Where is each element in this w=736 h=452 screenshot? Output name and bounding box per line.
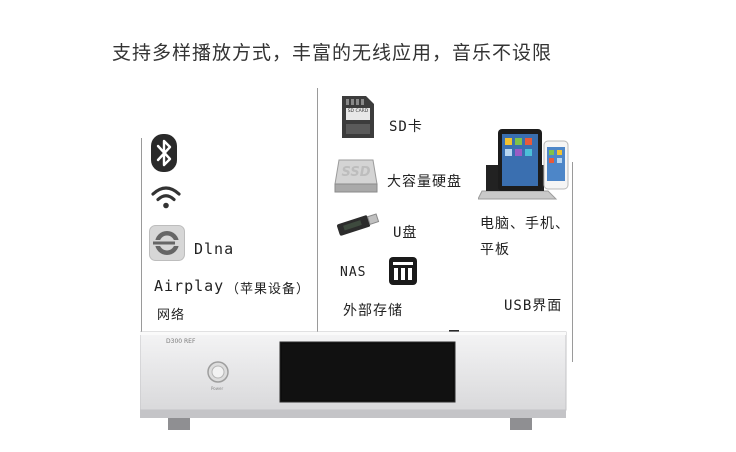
headline: 支持多样播放方式，丰富的无线应用，音乐不设限 xyxy=(112,42,553,64)
bluetooth-icon xyxy=(151,134,177,172)
device-model-label: D300 REF xyxy=(166,338,196,345)
divider-left xyxy=(141,138,142,358)
airplay-note: （苹果设备） xyxy=(226,282,311,297)
tablet-phone-icon xyxy=(477,125,583,203)
sd-card-text: SD CARD xyxy=(347,109,369,114)
power-label: Power xyxy=(211,386,224,391)
divider-right xyxy=(572,162,573,362)
devices-label-line1: 电脑、手机、 xyxy=(480,216,570,232)
airplay-label: Airplay xyxy=(154,277,225,295)
nas-label: NAS xyxy=(340,265,367,280)
player-device: D300 REF Power xyxy=(139,308,570,442)
divider-middle xyxy=(317,88,318,333)
usb-drive-icon xyxy=(335,210,381,236)
sd-label: SD卡 xyxy=(389,119,423,135)
hdd-label: 大容量硬盘 xyxy=(387,174,462,190)
external-storage-label: 外部存储 xyxy=(343,303,403,319)
usb-label: U盘 xyxy=(393,225,418,241)
dlna-label: Dlna xyxy=(194,240,235,258)
network-label: 网络 xyxy=(157,308,186,323)
ssd-text: SSD xyxy=(341,165,371,180)
hard-drive-icon: SSD xyxy=(333,158,379,194)
nas-icon xyxy=(389,257,417,285)
sd-card-icon: SD CARD xyxy=(340,94,376,140)
wifi-icon xyxy=(151,183,181,211)
devices-label-line2: 平板 xyxy=(480,242,510,258)
usb-ui-label: USB界面 xyxy=(504,298,563,314)
dlna-icon xyxy=(149,225,185,261)
